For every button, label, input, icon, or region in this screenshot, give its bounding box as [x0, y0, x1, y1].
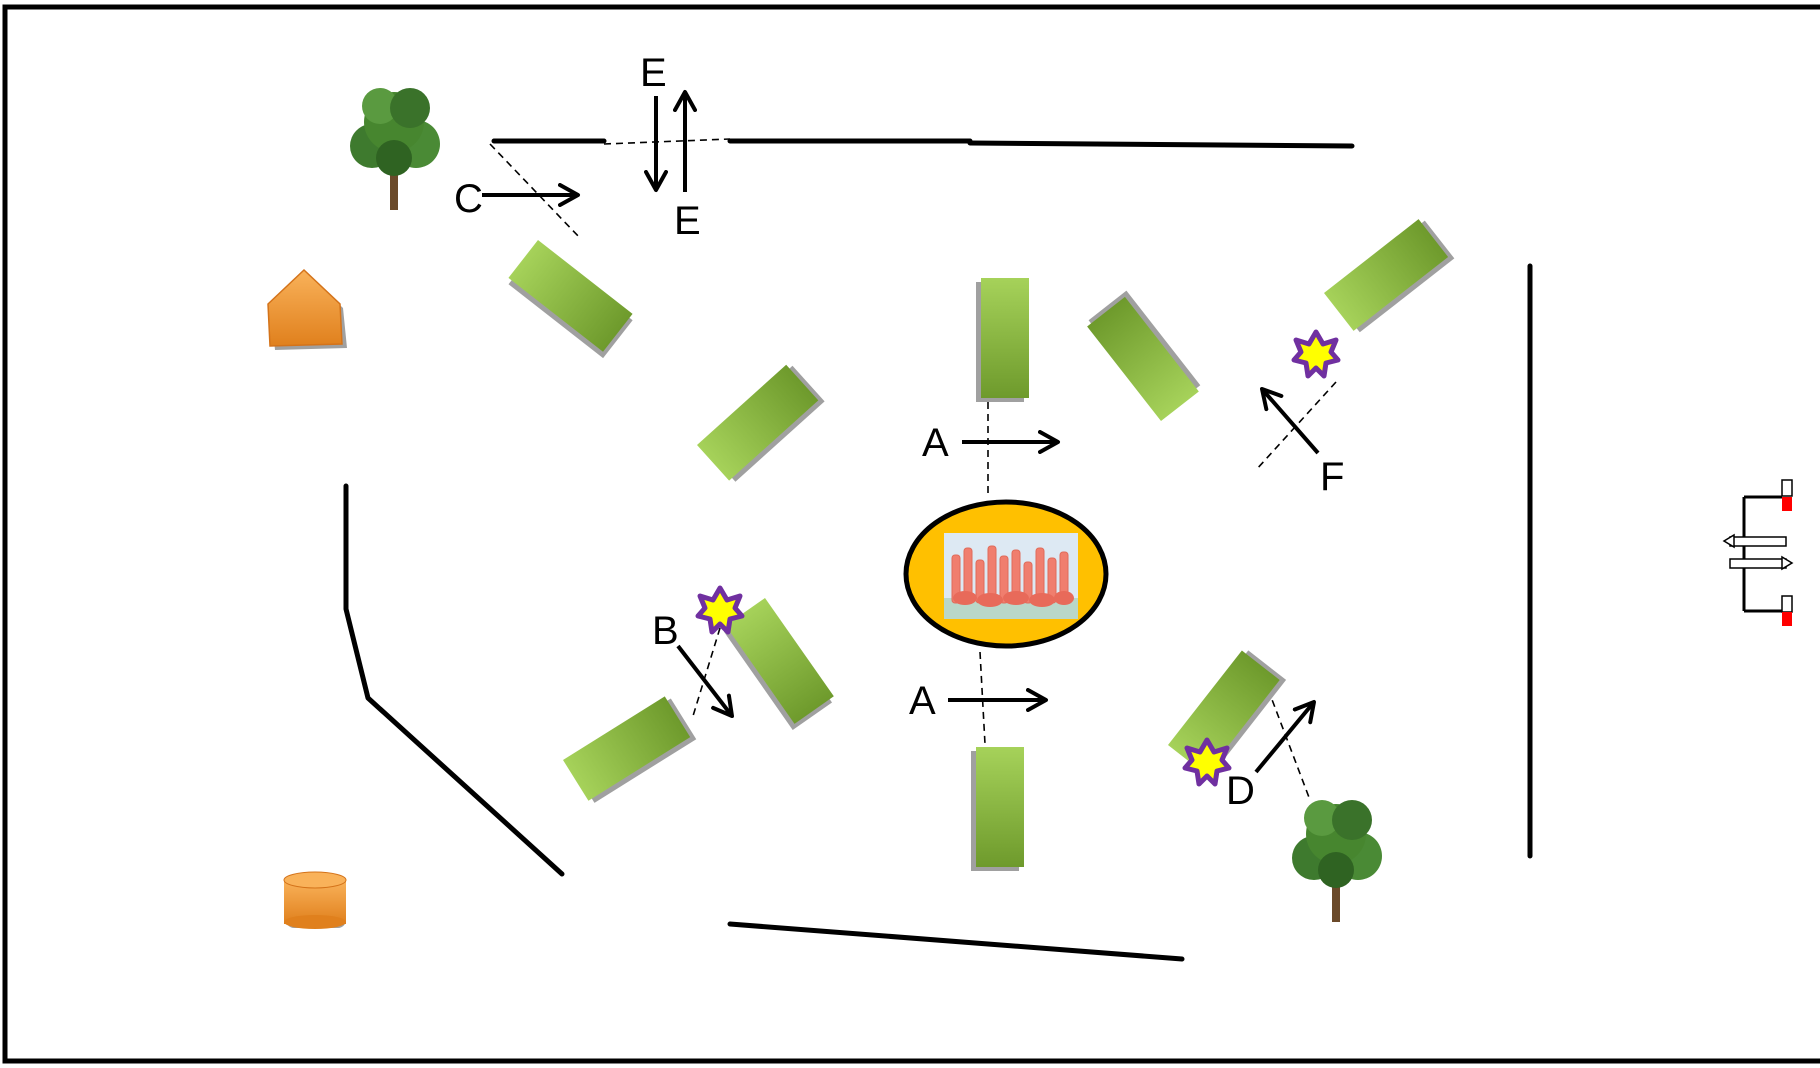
label-e-bottom: E [674, 199, 701, 243]
flamingo-flock-icon [903, 499, 1109, 649]
feeder-icon [1722, 479, 1794, 626]
label-b: B [652, 609, 679, 653]
dashed-lines [489, 138, 1337, 801]
cylinder-icon [283, 871, 347, 929]
label-a-bottom: A [909, 679, 936, 723]
house-icon [267, 268, 347, 350]
walls [343, 138, 1533, 962]
star-icon [1294, 332, 1338, 376]
arrow-b [676, 644, 734, 718]
label-c: C [454, 177, 483, 221]
label-d: D [1226, 769, 1255, 813]
arrow-f [1260, 387, 1320, 455]
panel-3 [976, 278, 1029, 402]
label-f: F [1320, 455, 1344, 499]
tree-icon [1292, 800, 1382, 922]
panel-7 [563, 694, 697, 805]
panel-4 [1324, 216, 1455, 335]
panel-2 [697, 362, 825, 485]
panel-5 [1084, 290, 1203, 421]
panel-8 [971, 747, 1024, 871]
label-a-top: A [922, 421, 949, 465]
tree-icon [350, 88, 440, 210]
panel-1 [505, 240, 636, 359]
label-e-top: E [640, 51, 667, 95]
arrow-d [1254, 700, 1316, 774]
enclosure-border [2, 4, 1820, 1064]
arrows [482, 90, 1320, 774]
